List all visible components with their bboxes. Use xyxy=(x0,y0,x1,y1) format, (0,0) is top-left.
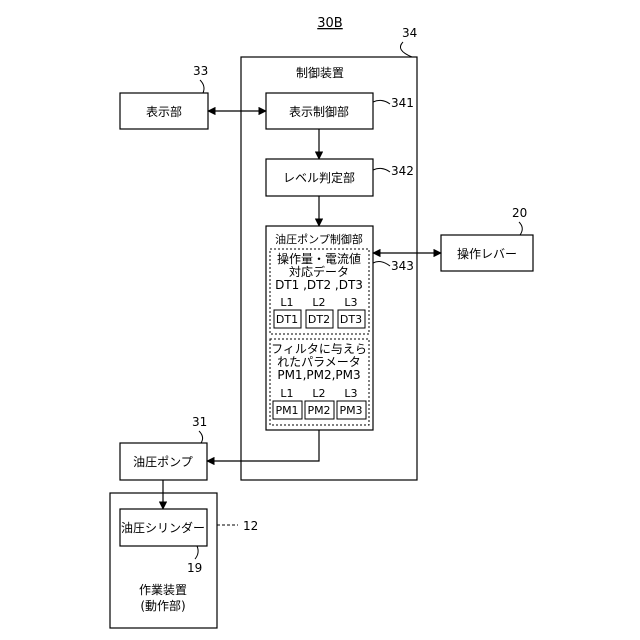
operation-lever-ref: 20 xyxy=(512,206,527,220)
pump-control-ref: 343 xyxy=(391,259,414,273)
display-control-ref: 341 xyxy=(391,96,414,110)
filter-params-line1: フィルタに与えら xyxy=(271,342,367,356)
level-judgment-label: レベル判定部 xyxy=(283,170,355,185)
current-table-line2: 対応データ xyxy=(289,264,349,279)
filter-params-level-2: L2 xyxy=(312,387,325,400)
arrow-control-to-pump xyxy=(207,430,319,461)
work-device-label-2: (動作部) xyxy=(140,598,185,613)
cylinder-label: 油圧シリンダー xyxy=(121,520,205,535)
filter-params-level-3: L3 xyxy=(344,387,357,400)
display-unit-label: 表示部 xyxy=(146,104,182,119)
pump-control-title: 油圧ポンプ制御部 xyxy=(275,232,363,246)
filter-params-line3: PM1,PM2,PM3 xyxy=(277,368,360,382)
control-device-title: 制御装置 xyxy=(296,65,344,80)
current-table-level-1: L1 xyxy=(280,296,293,309)
pm3-label: PM3 xyxy=(339,404,362,417)
pm2-label: PM2 xyxy=(307,404,330,417)
current-table-level-2: L2 xyxy=(312,296,325,309)
control-device-ref: 34 xyxy=(402,26,417,40)
level-judgment-ref: 342 xyxy=(391,164,414,178)
control-device-leader xyxy=(400,42,412,57)
level-judgment-leader xyxy=(373,168,390,172)
filter-params-level-1: L1 xyxy=(280,387,293,400)
cylinder-leader xyxy=(195,546,198,559)
filter-params-line2: れたパラメータ xyxy=(277,355,361,369)
dt2-label: DT2 xyxy=(308,313,330,326)
operation-lever-leader xyxy=(519,222,522,235)
display-control-label: 表示制御部 xyxy=(289,104,349,119)
figure-label: 30B xyxy=(317,16,342,31)
current-table-line3: DT1 ,DT2 ,DT3 xyxy=(275,278,363,292)
current-table-line1: 操作量・電流値 xyxy=(277,251,361,266)
display-control-leader xyxy=(373,100,390,104)
cylinder-ref: 19 xyxy=(187,561,202,575)
operation-lever-label: 操作レバー xyxy=(457,246,517,261)
hydraulic-pump-ref: 31 xyxy=(192,415,207,429)
display-unit-leader xyxy=(200,80,204,93)
current-table-level-3: L3 xyxy=(344,296,357,309)
dt3-label: DT3 xyxy=(340,313,362,326)
pm1-label: PM1 xyxy=(275,404,298,417)
display-unit-ref: 33 xyxy=(193,64,208,78)
pump-control-leader xyxy=(373,262,390,266)
dt1-label: DT1 xyxy=(276,313,298,326)
hydraulic-pump-label: 油圧ポンプ xyxy=(133,455,193,469)
work-device-ref: 12 xyxy=(243,519,258,533)
hydraulic-pump-leader xyxy=(199,431,203,443)
work-device-label-1: 作業装置 xyxy=(139,583,187,597)
